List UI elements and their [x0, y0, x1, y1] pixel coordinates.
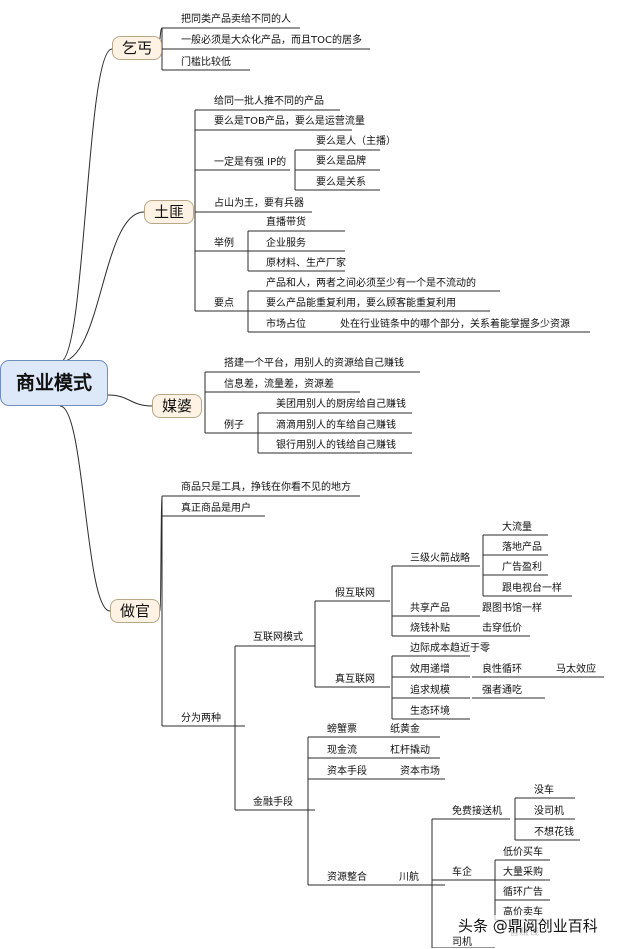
connector-line	[59, 211, 145, 363]
leaf: 资本手段	[327, 766, 367, 777]
leaf: 良性循环	[482, 664, 522, 675]
branch-zuoguan[interactable]: 做官	[110, 599, 161, 623]
leaf: 一般必须是大众化产品，而且TOC的居多	[181, 35, 362, 46]
leaf: 落地产品	[502, 542, 542, 553]
leaf: 滴滴用别人的车给自己赚钱	[276, 420, 396, 431]
leaf: 要么是关系	[316, 177, 366, 188]
leaf: 举例	[214, 238, 234, 249]
leaf: 广告盈利	[502, 562, 542, 573]
leaf: 金融手段	[253, 797, 293, 808]
leaf: 商品只是工具，挣钱在你看不见的地方	[181, 482, 351, 493]
leaf: 搭建一个平台，用别人的资源给自己赚钱	[224, 358, 404, 369]
leaf: 占山为王，要有兵器	[214, 198, 304, 209]
leaf: 不想花钱	[534, 827, 574, 838]
leaf: 银行用别人的钱给自己赚钱	[276, 440, 396, 451]
leaf: 马太效应	[556, 664, 596, 675]
leaf: 效用递增	[410, 664, 450, 675]
leaf: 处在行业链条中的哪个部分，关系着能掌握多少资源	[340, 319, 570, 330]
leaf: 原材料、生产厂家	[266, 258, 346, 269]
leaf: 资本市场	[400, 766, 440, 777]
leaf: 信息差，流量差，资源差	[224, 379, 334, 390]
leaf: 要么是人（主播）	[316, 136, 396, 147]
leaf: 纸黄金	[390, 724, 420, 735]
leaf: 烧钱补贴	[410, 623, 450, 634]
leaf: 螃蟹票	[327, 724, 357, 735]
leaf: 三级火箭战略	[410, 553, 470, 564]
leaf: 共享产品	[410, 603, 450, 614]
leaf: 跟图书馆一样	[482, 603, 542, 614]
leaf: 大量采购	[503, 867, 543, 878]
leaf: 例子	[224, 420, 244, 431]
leaf: 要点	[214, 298, 234, 309]
leaf: 给同一批人推不同的产品	[214, 96, 324, 107]
leaf: 低价买车	[503, 847, 543, 858]
connector-line	[59, 48, 113, 363]
leaf: 免费接送机	[452, 806, 502, 817]
leaf: 门槛比较低	[181, 57, 231, 68]
leaf: 要么产品能重复利用，要么顾客能重复利用	[266, 298, 456, 309]
leaf: 现金流	[327, 745, 357, 756]
leaf: 追求规模	[410, 685, 450, 696]
leaf: 互联网模式	[253, 632, 303, 643]
leaf: 企业服务	[266, 238, 306, 249]
connector-line	[107, 394, 153, 407]
leaf: 没车	[534, 785, 554, 796]
branch-qigai[interactable]: 乞丐	[112, 36, 163, 60]
leaf: 产品和人，两者之间必须至少有一个是不流动的	[266, 278, 476, 289]
leaf: 司机	[452, 937, 472, 948]
leaf: 车企	[452, 867, 472, 878]
watermark: 头条 @鼎阅创业百科	[455, 915, 601, 936]
leaf: 把同类产品卖给不同的人	[181, 14, 291, 25]
leaf: 资源整合	[327, 872, 367, 883]
leaf: 没司机	[534, 806, 564, 817]
leaf: 川航	[399, 872, 419, 883]
branch-tufei[interactable]: 土匪	[144, 200, 195, 224]
leaf: 大流量	[502, 522, 532, 533]
leaf: 市场占位	[266, 319, 306, 330]
leaf: 假互联网	[335, 588, 375, 599]
root-node[interactable]: 商业模式	[0, 360, 108, 406]
leaf: 杠杆撬动	[390, 745, 430, 756]
leaf: 一定是有强 IP的	[214, 157, 287, 168]
leaf: 真互联网	[335, 674, 375, 685]
leaf: 高价卖车	[503, 907, 543, 918]
leaf: 生态环境	[410, 706, 450, 717]
leaf: 要么是TOB产品，要么是运营流量	[214, 116, 365, 127]
leaf: 分为两种	[181, 713, 221, 724]
leaf: 直播带货	[266, 217, 306, 228]
leaf: 跟电视台一样	[502, 583, 562, 594]
leaf: 击穿低价	[482, 623, 522, 634]
leaf: 强者通吃	[482, 685, 522, 696]
leaf: 真正商品是用户	[181, 503, 251, 514]
leaf: 美团用别人的厨房给自己赚钱	[276, 399, 406, 410]
leaf: 要么是品牌	[316, 156, 366, 167]
branch-meipo[interactable]: 媒婆	[152, 394, 203, 418]
leaf: 边际成本趋近于零	[410, 643, 490, 654]
connector-line	[59, 405, 111, 612]
leaf: 循环广告	[503, 887, 543, 898]
